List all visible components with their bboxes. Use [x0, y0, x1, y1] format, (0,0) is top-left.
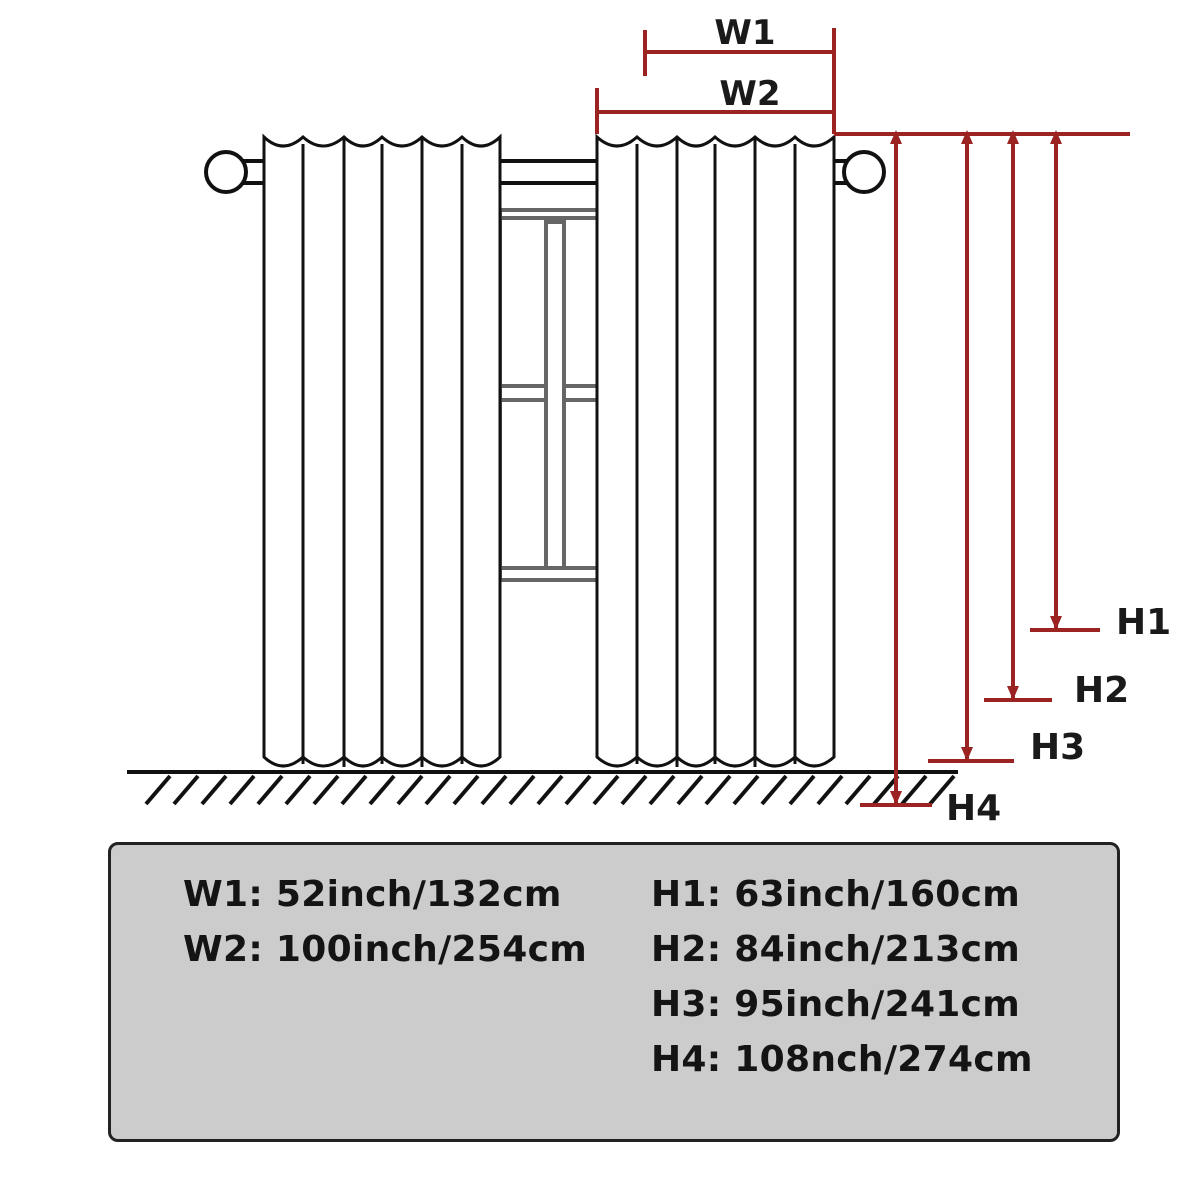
arrow-h3-top: [961, 130, 973, 144]
arrow-h3-bottom: [961, 747, 973, 761]
floor-hatch-mark: [704, 774, 732, 806]
floor-hatch-mark: [200, 774, 228, 806]
label-w1: W1: [714, 13, 775, 53]
arrow-h2-bottom: [1007, 686, 1019, 700]
size-specification-box: W1: 52inch/132cm W2: 100inch/254cm H1: 6…: [108, 842, 1120, 1142]
arrow-h4-top: [890, 130, 902, 144]
rod-finial-right: [842, 150, 886, 194]
spec-h1: H1: 63inch/160cm: [651, 874, 1021, 915]
floor-hatch-mark: [900, 774, 928, 806]
dimension-lines: [595, 28, 1130, 807]
floor: [127, 770, 958, 806]
label-w2: W2: [719, 74, 780, 114]
label-h4: H4: [946, 788, 1001, 829]
height-specs: H1: 63inch/160cm H2: 84inch/213cm H3: 95…: [651, 867, 1033, 1087]
floor-hatch-mark: [144, 774, 172, 806]
floor-hatch-mark: [648, 774, 676, 806]
dimension-w1: [643, 30, 834, 76]
dimension-arrows: [890, 130, 1062, 805]
floor-hatch-mark: [592, 774, 620, 806]
floor-hatch-mark: [452, 774, 480, 806]
floor-hatch-mark: [788, 774, 816, 806]
curtain-panel-left: [262, 133, 502, 768]
floor-hatch-mark: [284, 774, 312, 806]
floor-hatch-mark: [536, 774, 564, 806]
arrow-h1-top: [1050, 130, 1062, 144]
rod-finial-left: [204, 150, 248, 194]
curtain-panel-right: [595, 133, 836, 768]
label-h1: H1: [1116, 602, 1171, 643]
spec-h2: H2: 84inch/213cm: [651, 929, 1021, 970]
dimension-w2: [595, 88, 834, 134]
dimension-h2: [984, 134, 1052, 702]
floor-hatch-mark: [732, 774, 760, 806]
dimension-h1: [1030, 134, 1100, 632]
spec-w1: W1: 52inch/132cm: [183, 874, 562, 915]
dimension-h3: [928, 134, 1014, 763]
spec-h4: H4: 108nch/274cm: [651, 1039, 1033, 1080]
floor-hatch-mark: [928, 774, 956, 806]
floor-hatch-mark: [256, 774, 284, 806]
floor-hatch-mark: [564, 774, 592, 806]
floor-hatch-mark: [816, 774, 844, 806]
arrow-h4-bottom: [890, 791, 902, 805]
floor-hatch-mark: [760, 774, 788, 806]
label-h3: H3: [1030, 727, 1085, 768]
spec-w2: W2: 100inch/254cm: [183, 929, 588, 970]
floor-hatch-mark: [172, 774, 200, 806]
window-frame: [498, 208, 600, 582]
floor-hatch-mark: [480, 774, 508, 806]
floor-hatch-mark: [312, 774, 340, 806]
arrow-h1-bottom: [1050, 616, 1062, 630]
floor-hatch-mark: [396, 774, 424, 806]
floor-hatch-mark: [844, 774, 872, 806]
arrow-h2-top: [1007, 130, 1019, 144]
floor-hatch-mark: [676, 774, 704, 806]
floor-hatch-mark: [340, 774, 368, 806]
floor-hatch-mark: [508, 774, 536, 806]
label-h2: H2: [1074, 670, 1129, 711]
floor-hatch-mark: [620, 774, 648, 806]
floor-hatch-mark: [368, 774, 396, 806]
spec-h3: H3: 95inch/241cm: [651, 984, 1021, 1025]
floor-hatch: [144, 774, 956, 806]
floor-hatch-mark: [228, 774, 256, 806]
dimension-h4: [860, 134, 932, 807]
floor-hatch-mark: [424, 774, 452, 806]
width-specs: W1: 52inch/132cm W2: 100inch/254cm: [183, 867, 587, 977]
